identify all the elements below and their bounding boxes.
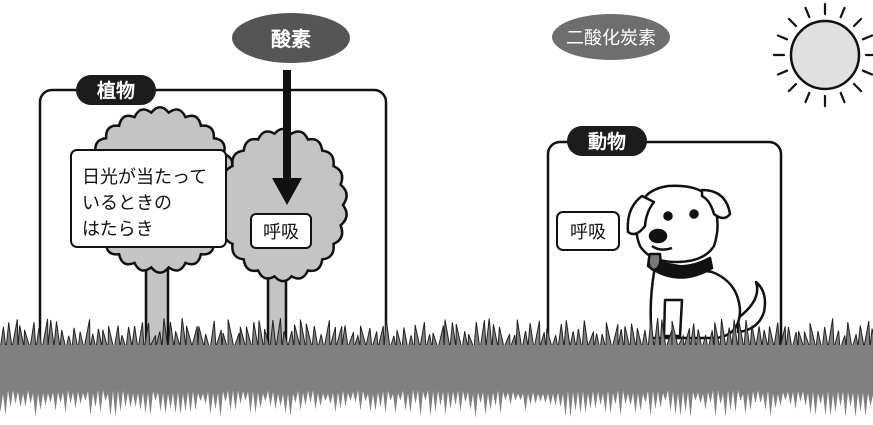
oxygen-label: 酸素 <box>271 27 311 51</box>
animal-tag-label: 動物 <box>588 130 626 153</box>
plant-respiration-label: 呼吸 <box>263 222 299 243</box>
note-line-2: いるときの <box>82 193 172 214</box>
animal-respiration-box: 呼吸 <box>556 211 620 251</box>
carbon-dioxide-label: 二酸化炭素 <box>566 28 656 49</box>
grass <box>0 317 873 418</box>
note-line-3: はたらき <box>82 219 154 240</box>
plant-tag: 植物 <box>76 75 156 105</box>
oxygen-ellipse: 酸素 <box>232 13 350 63</box>
oxygen-arrow <box>272 70 302 205</box>
sun-icon <box>772 2 873 108</box>
animal-panel: 呼吸 動物 <box>546 126 783 384</box>
plant-respiration-box: 呼吸 <box>250 213 312 249</box>
plant-tag-label: 植物 <box>97 79 135 102</box>
animal-tag: 動物 <box>567 126 647 156</box>
dog-icon <box>626 184 767 340</box>
note-line-1: 日光が当たって <box>82 167 207 188</box>
animal-respiration-label: 呼吸 <box>570 222 606 243</box>
carbon-dioxide-ellipse: 二酸化炭素 <box>552 14 670 60</box>
daylight-note: 日光が当たって いるときの はたらき <box>70 149 227 248</box>
